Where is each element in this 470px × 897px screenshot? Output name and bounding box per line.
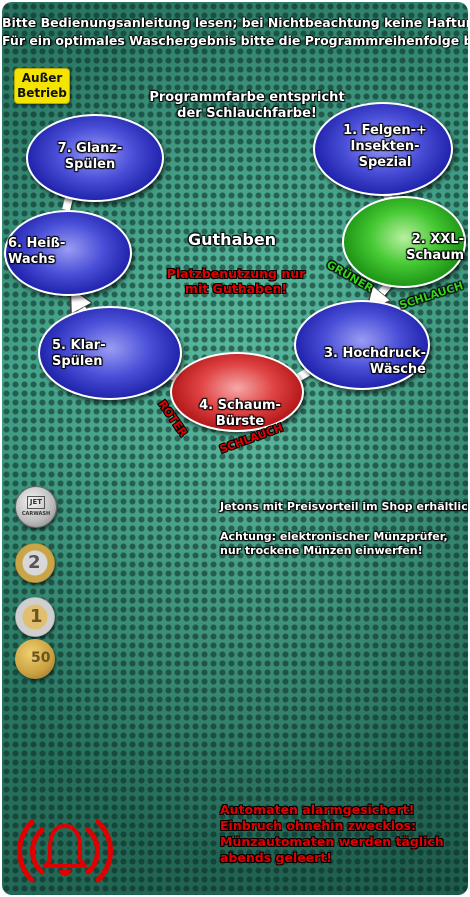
euro-1-coin-text: 1 xyxy=(30,606,43,627)
color-note-line-2: der Schlauchfarbe! xyxy=(177,106,317,121)
program-3-oval xyxy=(294,300,430,390)
alarm-line-2: Einbruch ohnehin zwecklos: xyxy=(220,818,417,833)
coin-checker-line-2: nur trockene Münzen einwerfen! xyxy=(220,544,423,557)
credit-warning-line-2: mit Guthaben! xyxy=(184,281,288,296)
header-line-2: Für ein optimales Waschergebnis bitte di… xyxy=(2,33,468,48)
header-line-1: Bitte Bedienungsanleitung lesen; bei Nic… xyxy=(2,15,468,30)
credit-title: Guthaben xyxy=(188,230,277,249)
jetons-info: Jetons mit Preisvorteil im Shop erhältli… xyxy=(220,500,468,513)
program-2-label: 2. XXL- Schaum xyxy=(406,232,464,263)
alarm-line-4: abends geleert! xyxy=(220,850,333,865)
program-5-label: 5. Klar- Spülen xyxy=(52,338,106,369)
coin-checker-line-1: Achtung: elektronischer Münzprüfer, xyxy=(220,530,448,543)
program-6-oval xyxy=(4,210,132,296)
alarm-line-1: Automaten alarmgesichert! xyxy=(220,802,415,817)
jeton-coin-icon: JET CARWASH xyxy=(15,486,57,528)
alarm-notice: Automaten alarmgesichert! Einbruch ohneh… xyxy=(220,802,444,866)
color-note: Programmfarbe entspricht der Schlauchfar… xyxy=(122,90,372,122)
program-5-oval xyxy=(38,306,182,400)
credit-warning: Platzbenutzung nur mit Guthaben! xyxy=(152,266,320,296)
program-7-oval xyxy=(26,114,164,202)
jeton-coin-text: CARWASH xyxy=(21,511,51,517)
program-7-label: 7. Glanz- Spülen xyxy=(57,141,123,172)
program-3-label: 3. Hochdruck- Wäsche xyxy=(323,346,426,377)
program-1-label: 1. Felgen-+ Insekten- Spezial xyxy=(343,123,427,170)
euro-2-coin-icon: 2 xyxy=(15,543,55,583)
badge-line-2: Betrieb xyxy=(17,86,67,100)
program-4-oval xyxy=(170,352,304,432)
program-4-label: 4. Schaum- Bürste xyxy=(199,398,281,429)
program-6-label: 6. Heiß- Wachs xyxy=(8,236,66,267)
credit-warning-line-1: Platzbenutzung nur xyxy=(166,266,306,281)
out-of-order-badge: Außer Betrieb xyxy=(14,68,70,104)
cent-50-coin-icon: 50 xyxy=(15,639,55,679)
coin-checker-info: Achtung: elektronischer Münzprüfer, nur … xyxy=(220,530,448,558)
program-2-oval xyxy=(342,196,466,288)
badge-line-1: Außer xyxy=(21,71,63,85)
euro-1-coin-icon: 1 xyxy=(15,597,55,637)
cent-50-coin-text: 50 xyxy=(31,650,51,666)
color-note-line-1: Programmfarbe entspricht xyxy=(149,90,345,105)
alarm-line-3: Münzautomaten werden täglich xyxy=(220,834,444,849)
euro-2-coin-text: 2 xyxy=(28,552,41,573)
alarm-bell-icon xyxy=(17,819,113,883)
program-1-oval xyxy=(313,102,453,196)
